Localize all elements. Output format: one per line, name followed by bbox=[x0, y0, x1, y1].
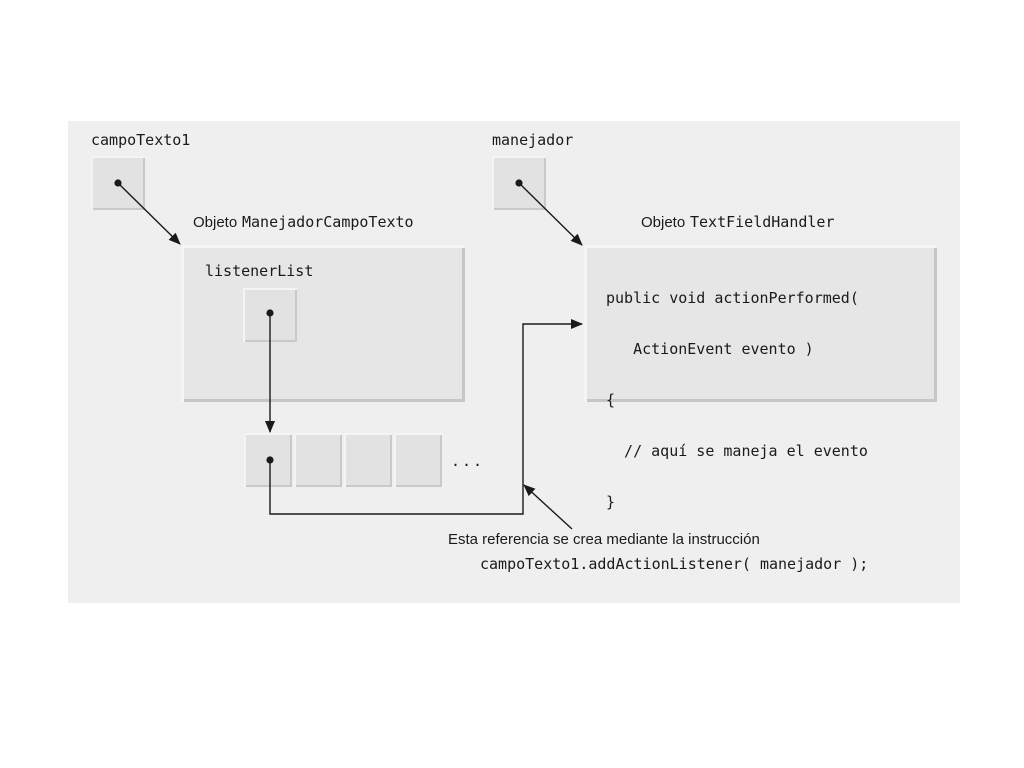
ref-campotexto1-label: campoTexto1 bbox=[91, 131, 191, 149]
array-cell bbox=[344, 433, 392, 487]
listenerlist-label: listenerList bbox=[205, 262, 314, 280]
object1-prefix: Objeto bbox=[193, 214, 238, 231]
ref-dot bbox=[515, 179, 523, 187]
ref-dot bbox=[266, 456, 274, 464]
arrow-manejador-to-handler bbox=[518, 182, 583, 246]
array-cell bbox=[294, 433, 342, 487]
arrow-campotexto1-to-object1 bbox=[117, 182, 181, 245]
arrow-array-to-handler bbox=[269, 319, 583, 515]
array-cell bbox=[394, 433, 442, 487]
handler-code: public void actionPerformed( ActionEvent… bbox=[606, 260, 868, 541]
object2-type: TextFieldHandler bbox=[689, 213, 835, 231]
annotation-line2: campoTexto1.addActionListener( manejador… bbox=[480, 555, 869, 573]
ref-dot bbox=[114, 179, 122, 187]
code-line: { bbox=[606, 390, 616, 409]
array-ellipsis: ... bbox=[451, 452, 485, 470]
ref-dot bbox=[266, 309, 274, 317]
ref-manejador-label: manejador bbox=[492, 131, 574, 149]
arrow-annotation-pointer bbox=[523, 484, 573, 530]
object1-box bbox=[181, 245, 465, 402]
object1-type: ManejadorCampoTexto bbox=[241, 213, 414, 231]
code-line: // aquí se maneja el evento bbox=[606, 441, 868, 460]
object2-box bbox=[584, 245, 937, 402]
annotation-line1: Esta referencia se crea mediante la inst… bbox=[448, 531, 760, 548]
object2-title: Objeto TextFieldHandler bbox=[641, 213, 834, 231]
object1-title: Objeto ManejadorCampoTexto bbox=[193, 213, 414, 231]
code-line: public void actionPerformed( bbox=[606, 288, 859, 307]
code-line: } bbox=[606, 492, 616, 511]
object2-prefix: Objeto bbox=[641, 214, 686, 231]
code-line: ActionEvent evento ) bbox=[606, 339, 814, 358]
